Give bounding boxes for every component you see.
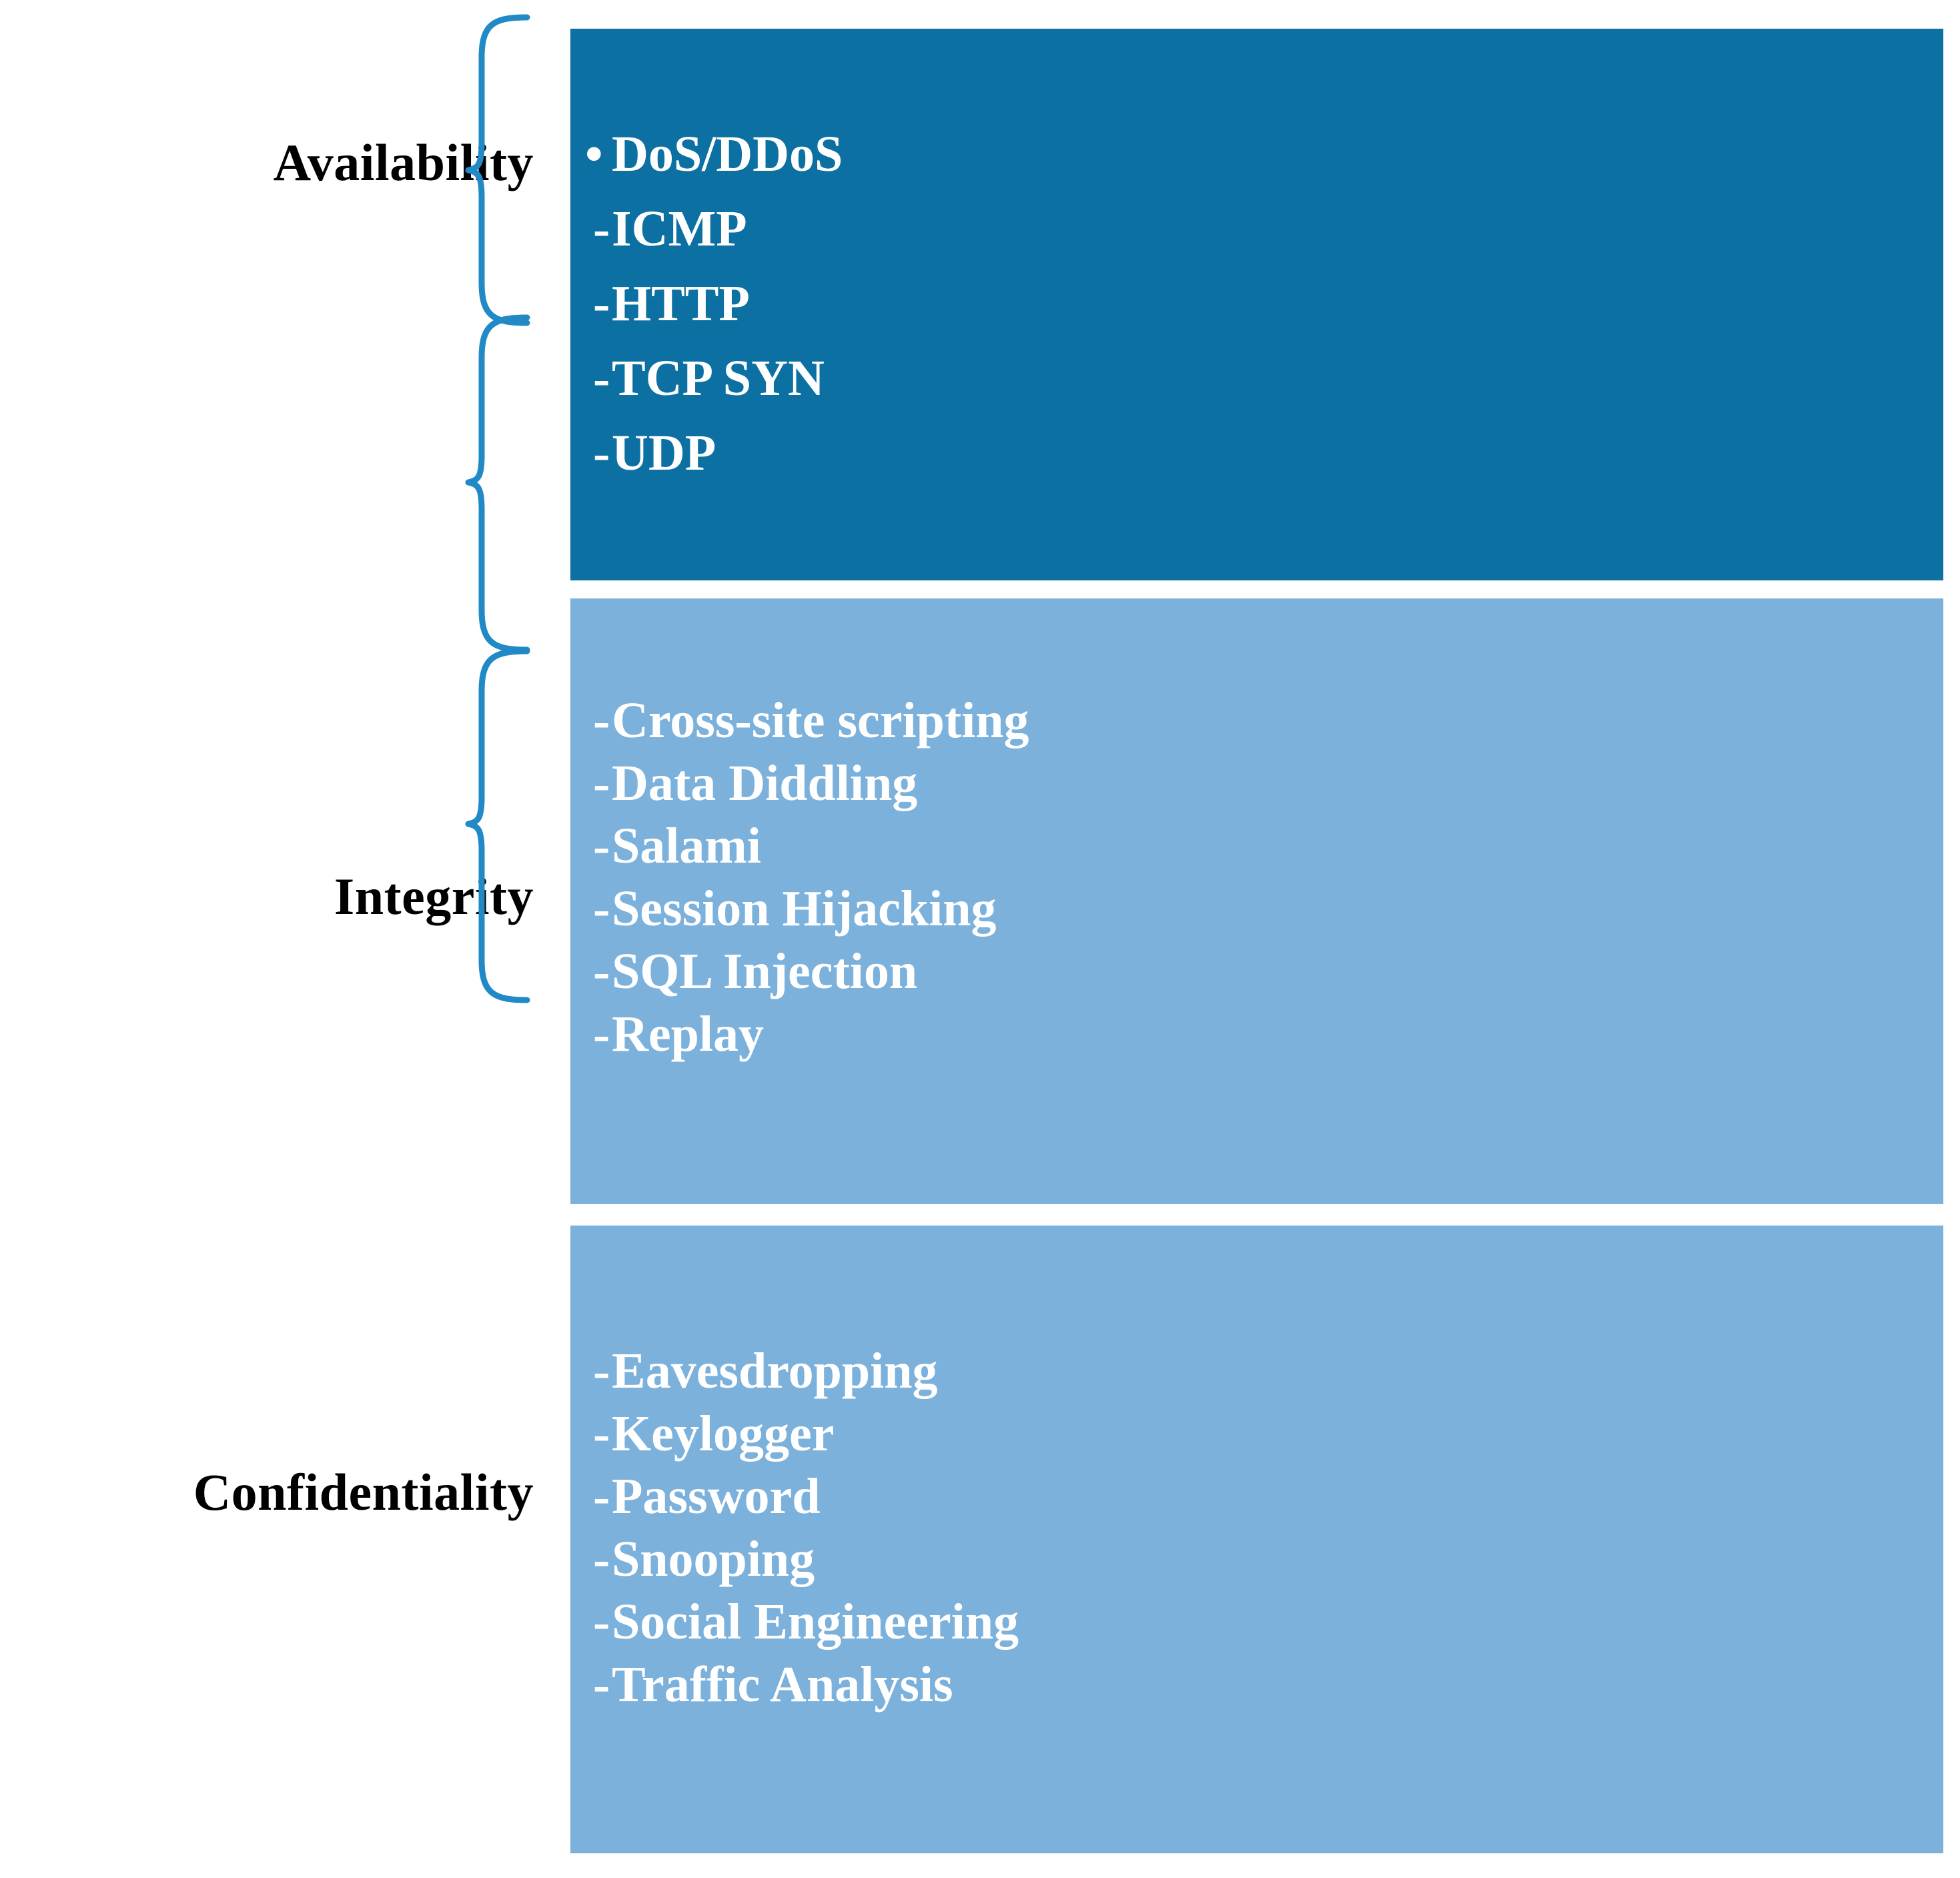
list-item-label: Replay — [612, 1006, 764, 1062]
availability-item-list: •DoS/DDoS -ICMP -HTTP -TCP SYN -UDP — [570, 129, 1943, 502]
list-item: -SQL Injection — [570, 946, 1943, 997]
list-item: -Social Engineering — [570, 1596, 1943, 1647]
confidentiality-item-list: -Eavesdropping -Keylogger -Password -Sno… — [570, 1346, 1943, 1722]
dash-icon: - — [593, 755, 610, 811]
integrity-item-list: -Cross-site scripting -Data Diddling -Sa… — [570, 695, 1943, 1071]
list-item-label: Cross-site scripting — [612, 692, 1029, 749]
list-item: -HTTP — [570, 278, 1943, 329]
dash-icon: - — [593, 1657, 610, 1713]
dash-icon: - — [593, 1468, 610, 1524]
brace-confidentiality — [465, 647, 540, 1004]
list-item: •DoS/DDoS — [570, 129, 1943, 179]
category-label-confidentiality: Confidentiality — [193, 1463, 534, 1521]
list-item: -Traffic Analysis — [570, 1659, 1943, 1710]
list-item-label: ICMP — [612, 201, 747, 257]
list-item-label: Data Diddling — [612, 755, 918, 811]
dash-icon: - — [593, 943, 610, 999]
dash-icon: - — [593, 201, 610, 257]
category-label-availability: Availability — [273, 133, 534, 191]
list-item-label: Salami — [612, 818, 761, 874]
list-item-label: Traffic Analysis — [612, 1657, 953, 1713]
dash-icon: - — [593, 1406, 610, 1462]
brace-integrity — [465, 314, 540, 654]
list-item: -Session Hijacking — [570, 883, 1943, 934]
list-item-label: SQL Injection — [612, 943, 918, 999]
list-item-label: Password — [612, 1468, 821, 1524]
dash-icon: - — [593, 1343, 610, 1399]
list-item-label: TCP SYN — [612, 350, 825, 406]
list-item-label: Snooping — [612, 1531, 815, 1587]
bullet-icon: • — [585, 126, 603, 182]
list-item: -ICMP — [570, 203, 1943, 254]
brace-availability — [465, 13, 540, 327]
list-item: -Keylogger — [570, 1408, 1943, 1459]
list-item: -Salami — [570, 821, 1943, 871]
dash-icon: - — [593, 276, 610, 332]
list-item: -Cross-site scripting — [570, 695, 1943, 746]
dash-icon: - — [593, 350, 610, 406]
list-item-label: Eavesdropping — [612, 1343, 938, 1399]
dash-icon: - — [593, 1006, 610, 1062]
list-item: -Snooping — [570, 1534, 1943, 1584]
list-item: -UDP — [570, 428, 1943, 478]
list-item-label: Session Hijacking — [612, 881, 997, 937]
dash-icon: - — [593, 425, 610, 481]
list-item: -Replay — [570, 1009, 1943, 1059]
list-item: -Eavesdropping — [570, 1346, 1943, 1396]
dash-icon: - — [593, 818, 610, 874]
dash-icon: - — [593, 881, 610, 937]
content-box-availability: •DoS/DDoS -ICMP -HTTP -TCP SYN -UDP — [570, 29, 1943, 580]
list-item-label: HTTP — [612, 276, 750, 332]
dash-icon: - — [593, 1594, 610, 1650]
list-item-label: Keylogger — [612, 1406, 835, 1462]
list-item-label: UDP — [612, 425, 716, 481]
list-item: -Data Diddling — [570, 758, 1943, 809]
dash-icon: - — [593, 692, 610, 749]
list-item-label: DoS/DDoS — [612, 126, 843, 182]
content-box-integrity: -Cross-site scripting -Data Diddling -Sa… — [570, 598, 1943, 1204]
list-item-label: Social Engineering — [612, 1594, 1019, 1650]
dash-icon: - — [593, 1531, 610, 1587]
category-label-integrity: Integrity — [334, 867, 534, 925]
list-item: -TCP SYN — [570, 353, 1943, 404]
list-item: -Password — [570, 1471, 1943, 1522]
content-box-confidentiality: -Eavesdropping -Keylogger -Password -Sno… — [570, 1226, 1943, 1853]
